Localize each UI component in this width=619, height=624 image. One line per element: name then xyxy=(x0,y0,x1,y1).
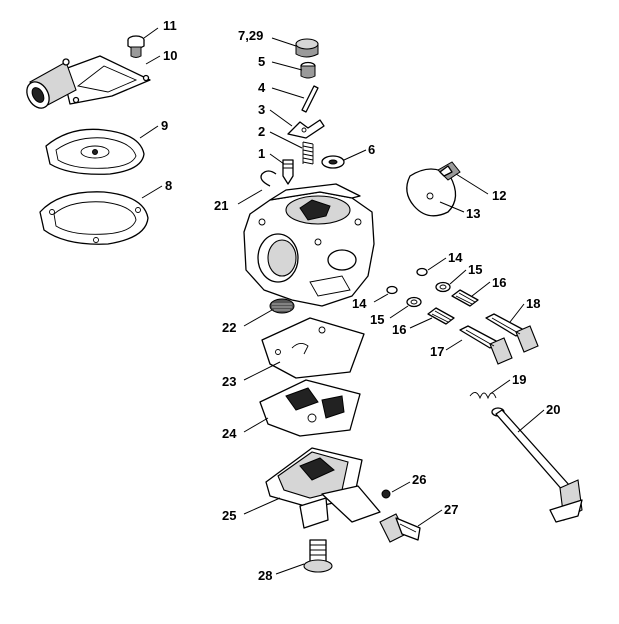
label-3: 3 xyxy=(258,102,265,117)
label-23: 23 xyxy=(222,374,236,389)
label-26: 26 xyxy=(412,472,426,487)
label-1: 1 xyxy=(258,146,265,161)
label-24: 24 xyxy=(222,426,237,441)
label-13: 13 xyxy=(466,206,480,221)
part-9-diaphragm xyxy=(45,128,145,175)
label-27: 27 xyxy=(444,502,458,517)
part-5-valve xyxy=(300,61,316,79)
label-14-lower: 14 xyxy=(352,296,367,311)
label-20: 20 xyxy=(546,402,560,417)
label-17: 17 xyxy=(430,344,444,359)
part-19-spring xyxy=(469,392,497,400)
label-15-lower: 15 xyxy=(370,312,384,327)
label-9: 9 xyxy=(161,118,168,133)
label-7-29: 7,29 xyxy=(238,28,263,43)
label-25: 25 xyxy=(222,508,236,523)
part-14-o-rings xyxy=(386,267,428,295)
label-11: 11 xyxy=(163,18,177,33)
label-21: 21 xyxy=(214,198,228,213)
label-6: 6 xyxy=(368,142,375,157)
part-18-adjusting-screw xyxy=(485,313,539,353)
leader-lines xyxy=(139,27,545,575)
part-1-inlet-needle xyxy=(282,159,294,185)
label-14-upper: 14 xyxy=(448,250,463,265)
part-24-plate xyxy=(259,379,361,437)
label-12: 12 xyxy=(492,188,506,203)
label-18: 18 xyxy=(526,296,540,311)
part-labels: 11 10 9 8 7,29 5 4 3 2 1 6 21 12 13 14 1… xyxy=(161,18,560,583)
part-3-lever xyxy=(287,119,325,139)
label-22: 22 xyxy=(222,320,236,335)
part-16-springs xyxy=(427,289,479,325)
part-6-washer xyxy=(321,155,345,169)
part-10-pump-cover xyxy=(26,55,151,109)
label-5: 5 xyxy=(258,54,265,69)
carburetor-body xyxy=(243,183,375,307)
label-8: 8 xyxy=(165,178,172,193)
part-28-screw xyxy=(303,539,333,573)
part-2-spring xyxy=(302,141,314,165)
part-21-circlip xyxy=(260,170,277,187)
label-2: 2 xyxy=(258,124,265,139)
label-4: 4 xyxy=(258,80,266,95)
part-11-screw xyxy=(127,35,145,58)
part-8-gasket xyxy=(39,191,149,245)
label-19: 19 xyxy=(512,372,526,387)
part-12-screw xyxy=(437,161,461,181)
label-15-upper: 15 xyxy=(468,262,482,277)
part-17-adjusting-screw xyxy=(459,325,513,365)
part-27-screw xyxy=(379,513,421,543)
part-22-screen xyxy=(269,298,295,314)
label-16-lower: 16 xyxy=(392,322,406,337)
part-26-ball xyxy=(381,489,391,499)
label-16-upper: 16 xyxy=(492,275,506,290)
part-7-29-cap xyxy=(295,38,319,58)
label-10: 10 xyxy=(163,48,177,63)
part-15-washers xyxy=(406,281,451,308)
part-20-throttle-shaft xyxy=(491,407,583,523)
part-25-housing xyxy=(265,447,381,529)
label-28: 28 xyxy=(258,568,272,583)
part-23-gasket xyxy=(261,317,365,379)
part-4-pin xyxy=(301,85,319,113)
